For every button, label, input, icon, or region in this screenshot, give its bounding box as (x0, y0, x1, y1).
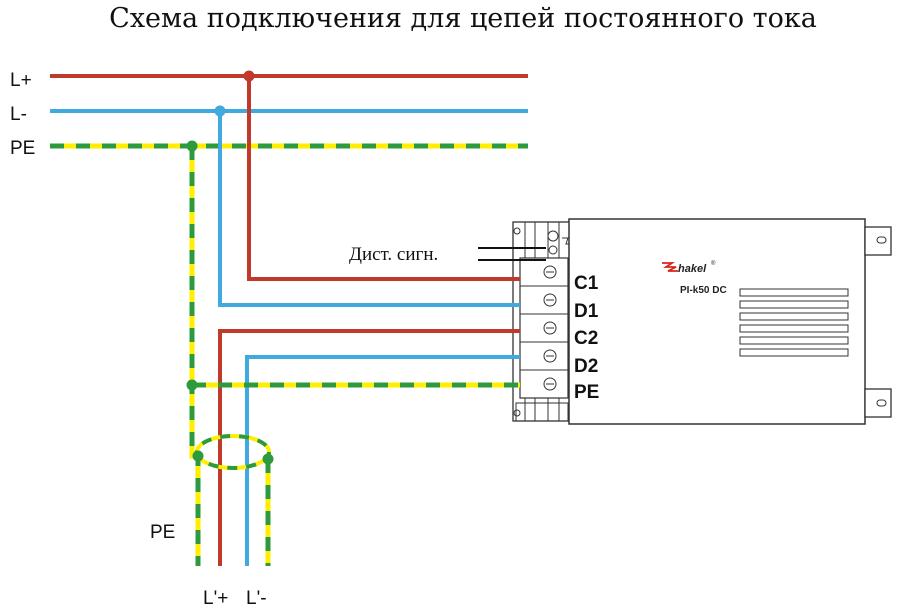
pe-shield-ring (195, 434, 271, 470)
brand-name: hakel (678, 263, 707, 275)
terminal-c2: C2 (574, 328, 598, 349)
junction-pe-ring-left (192, 450, 204, 462)
label-l-plus: L+ (10, 70, 32, 91)
wire-l-plus-to-c1 (247, 76, 520, 281)
terminal-pe: PE (574, 382, 599, 403)
label-l-minus-out: L'- (246, 588, 267, 608)
junction-pe-filter (186, 379, 198, 391)
wire-l-minus-to-d1 (218, 111, 520, 307)
remote-signal-label: Дист. сигн. (349, 244, 438, 265)
label-pe: PE (10, 138, 35, 159)
device-body: hakel ® PI-k50 DC (568, 218, 892, 425)
wire-d2-to-l-minus-out (245, 355, 520, 566)
label-l-minus: L- (10, 104, 27, 125)
label-pe-out: PE (150, 522, 175, 543)
junction-pe-ring-right (262, 453, 274, 465)
label-l-plus-out: L'+ (203, 588, 228, 608)
wire-c2-to-l-plus-out (218, 329, 520, 566)
terminal-d1: D1 (574, 301, 599, 322)
device-model: PI-k50 DC (680, 285, 727, 296)
vent-slots (739, 288, 849, 357)
junction-l-minus (214, 105, 226, 117)
terminal-labels: C1 D1 C2 D2 PE (574, 273, 599, 403)
junction-dots (186, 70, 274, 465)
terminal-block (512, 221, 572, 422)
diagram-title: Схема подключения для цепей постоянного … (109, 3, 817, 34)
junction-pe (186, 140, 198, 152)
terminal-d2: D2 (574, 356, 598, 377)
brand-mark: ® (711, 260, 716, 267)
terminal-c1: C1 (574, 273, 599, 294)
remote-signal-wires (478, 247, 546, 261)
junction-l-plus (243, 70, 255, 82)
hakel-logo: hakel ® (662, 260, 716, 275)
wire-pe-vertical (189, 146, 201, 566)
